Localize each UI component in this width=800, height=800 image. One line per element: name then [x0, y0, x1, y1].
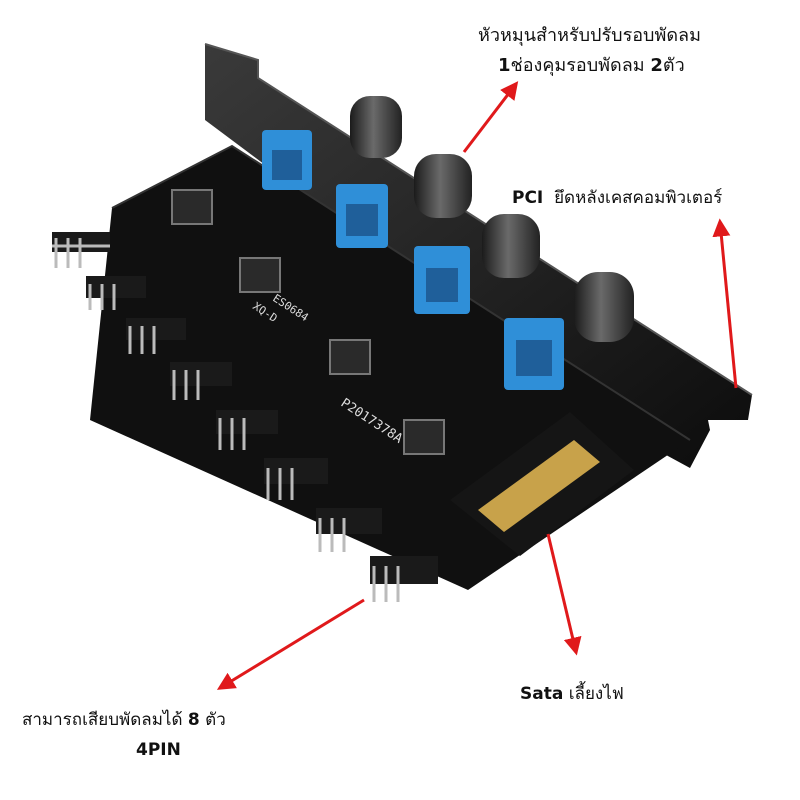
fan-type-label: 4PIN — [136, 740, 181, 760]
mosfet — [239, 257, 281, 293]
knob-caption-line2: 1ช่องคุมรอบพัดลม 2ตัว — [498, 50, 685, 79]
knob — [414, 154, 472, 218]
fan-headers — [52, 232, 438, 602]
knob-caption-text: ช่องคุมรอบพัดลม — [510, 55, 645, 76]
potentiometer — [336, 184, 388, 248]
potentiometer-group — [262, 130, 564, 390]
sata-caption: Sata เลี้ยงไฟ — [520, 680, 624, 707]
potentiometer — [414, 246, 470, 314]
pci-caption: PCI ยึดหลังเคสคอมพิวเตอร์ — [512, 184, 722, 211]
fan-header — [264, 458, 328, 500]
fan-type-caption: 4PIN — [136, 740, 181, 760]
pci-caption-prefix: PCI — [512, 188, 544, 208]
mosfet — [403, 419, 445, 455]
sata-caption-prefix: Sata — [520, 684, 564, 704]
fan-header — [316, 508, 382, 552]
fan-caption: สามารถเสียบพัดลมได้ 8 ตัว — [22, 706, 226, 733]
knob-caption-number2: 2 — [650, 55, 663, 76]
fan-header — [86, 276, 146, 310]
fan-caption-text: สามารถเสียบพัดลมได้ — [22, 710, 183, 730]
fan-caption-count: 8 — [187, 710, 200, 730]
sata-caption-text: เลี้ยงไฟ — [568, 684, 624, 704]
knob-caption-line1: หัวหมุนสำหรับปรับรอบพัดลม — [478, 25, 701, 46]
fan-caption-unit: ตัว — [205, 710, 226, 730]
fan-header — [126, 318, 186, 354]
mosfet — [329, 339, 371, 375]
knob — [350, 96, 402, 158]
fan-header — [370, 556, 438, 602]
fan-header — [216, 410, 278, 450]
arrow-pci — [712, 218, 738, 389]
arrow-knob — [462, 81, 519, 153]
arrow-sata — [546, 533, 582, 656]
arrow-fan — [216, 598, 365, 690]
knob-caption-number: 1 — [498, 55, 511, 76]
fan-header — [170, 362, 232, 400]
knob — [574, 272, 634, 342]
knob-group — [350, 96, 634, 342]
mosfet — [171, 189, 213, 225]
potentiometer — [262, 130, 312, 190]
sata-connector — [450, 412, 634, 556]
knob — [482, 214, 540, 278]
annotation-arrows — [216, 81, 738, 690]
pci-caption-text: ยึดหลังเคสคอมพิวเตอร์ — [554, 188, 723, 208]
fan-header — [52, 232, 110, 268]
potentiometer — [504, 318, 564, 390]
knob-caption-unit: ตัว — [662, 55, 685, 76]
